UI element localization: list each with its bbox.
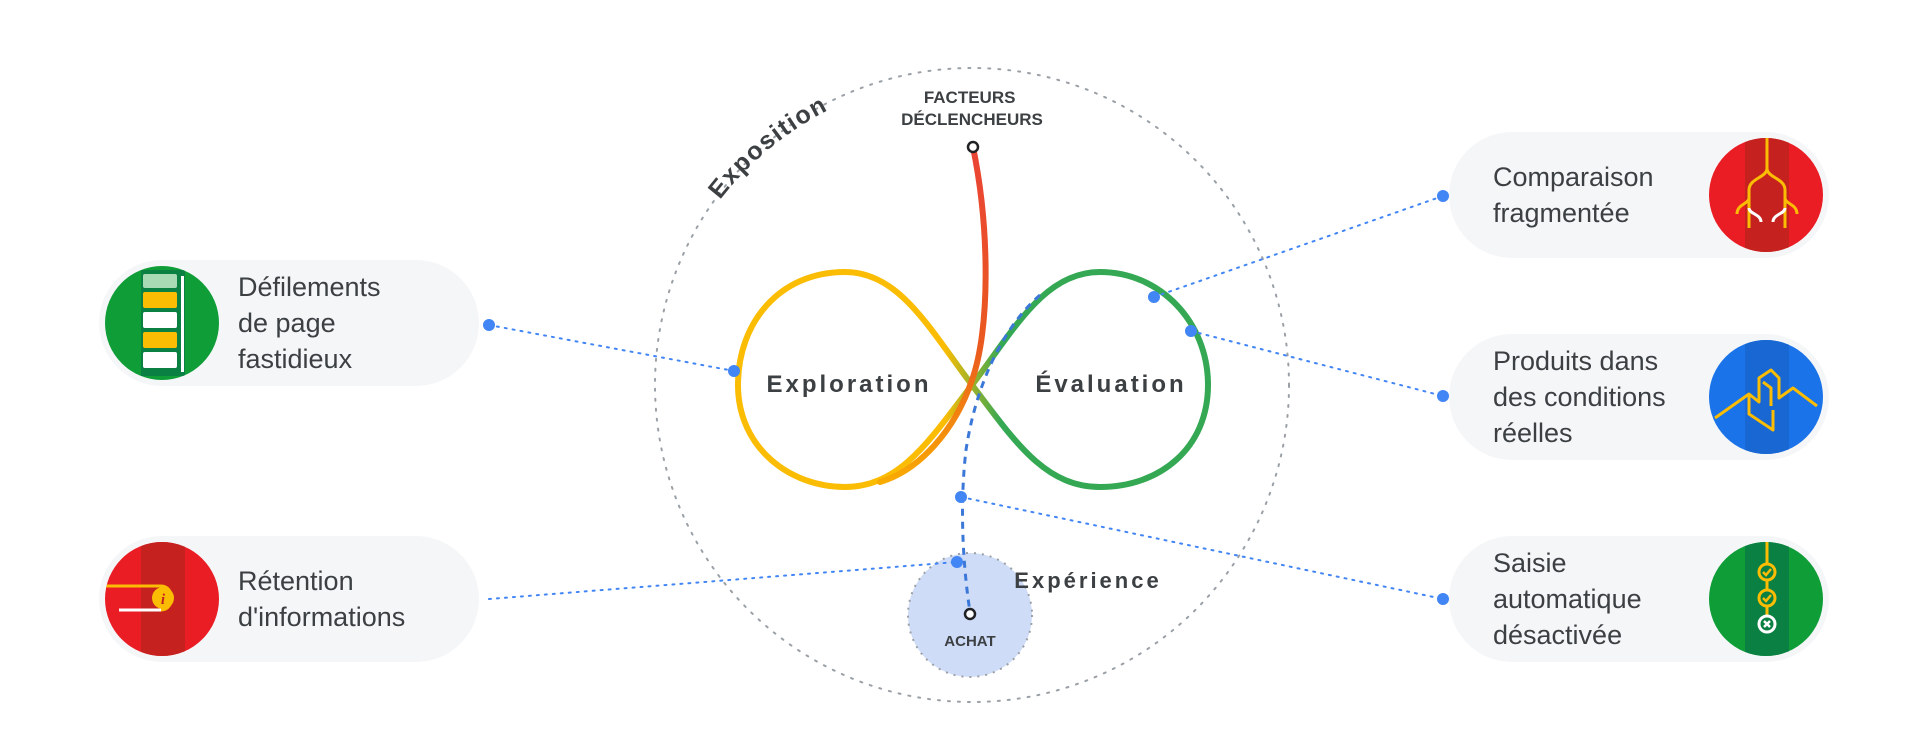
triggers-label: FACTEURS DÉCLENCHEURS [901, 88, 1043, 129]
connector-autofill [960, 496, 1444, 600]
card-real-conditions: Produits dans des conditions réelles [1449, 334, 1829, 460]
dot-scroll-loop [728, 365, 740, 377]
card-tedious-scrolling: Défilements de page fastidieux [99, 260, 479, 386]
fragmented-compare-icon [1709, 138, 1823, 252]
connectors [488, 195, 1444, 600]
connector-scroll [488, 324, 735, 372]
evaluation-label: Évaluation [1035, 370, 1186, 398]
card-fragmented-comparison: Comparaison fragmentée [1449, 132, 1829, 258]
svg-text:i: i [161, 592, 166, 608]
dot-autofill-path [955, 491, 967, 503]
scroll-list-icon [105, 266, 219, 380]
card-autofill-disabled: Saisie automatique désactivée [1449, 536, 1829, 662]
purchase-label: ACHAT [944, 633, 995, 650]
card-label: Produits dans des conditions réelles [1493, 346, 1666, 448]
exploration-label: Exploration [766, 371, 931, 398]
dot-compare-card [1437, 190, 1449, 202]
dot-compare-loop [1148, 291, 1160, 303]
card-information-retention: i Rétention d'informations [99, 536, 479, 662]
purchase-end-point [963, 607, 977, 621]
card-label: Défilements de page fastidieux [238, 272, 381, 374]
autofill-off-icon [1709, 542, 1823, 656]
dot-scroll-card [483, 319, 495, 331]
connector-compare [1153, 195, 1444, 298]
exposure-circle [654, 67, 1290, 703]
card-label: Comparaison fragmentée [1493, 162, 1654, 228]
connector-dots [483, 190, 1449, 605]
trigger-start-point [966, 140, 980, 154]
info-retention-icon: i [105, 542, 219, 656]
trigger-path [877, 144, 989, 485]
dot-autofill-card [1437, 593, 1449, 605]
experience-label: Expérience [1014, 568, 1161, 593]
dot-retention-bubble [951, 556, 963, 568]
card-label: Saisie automatique désactivée [1493, 548, 1642, 650]
exposure-label: Exposition [703, 90, 832, 204]
dot-products-loop [1185, 325, 1197, 337]
connector-products [1190, 330, 1444, 397]
real-conditions-icon [1709, 340, 1823, 454]
card-label: Rétention d'informations [238, 566, 406, 632]
dot-products-card [1437, 390, 1449, 402]
purchase-path [961, 293, 1041, 613]
connector-retention [488, 561, 958, 600]
